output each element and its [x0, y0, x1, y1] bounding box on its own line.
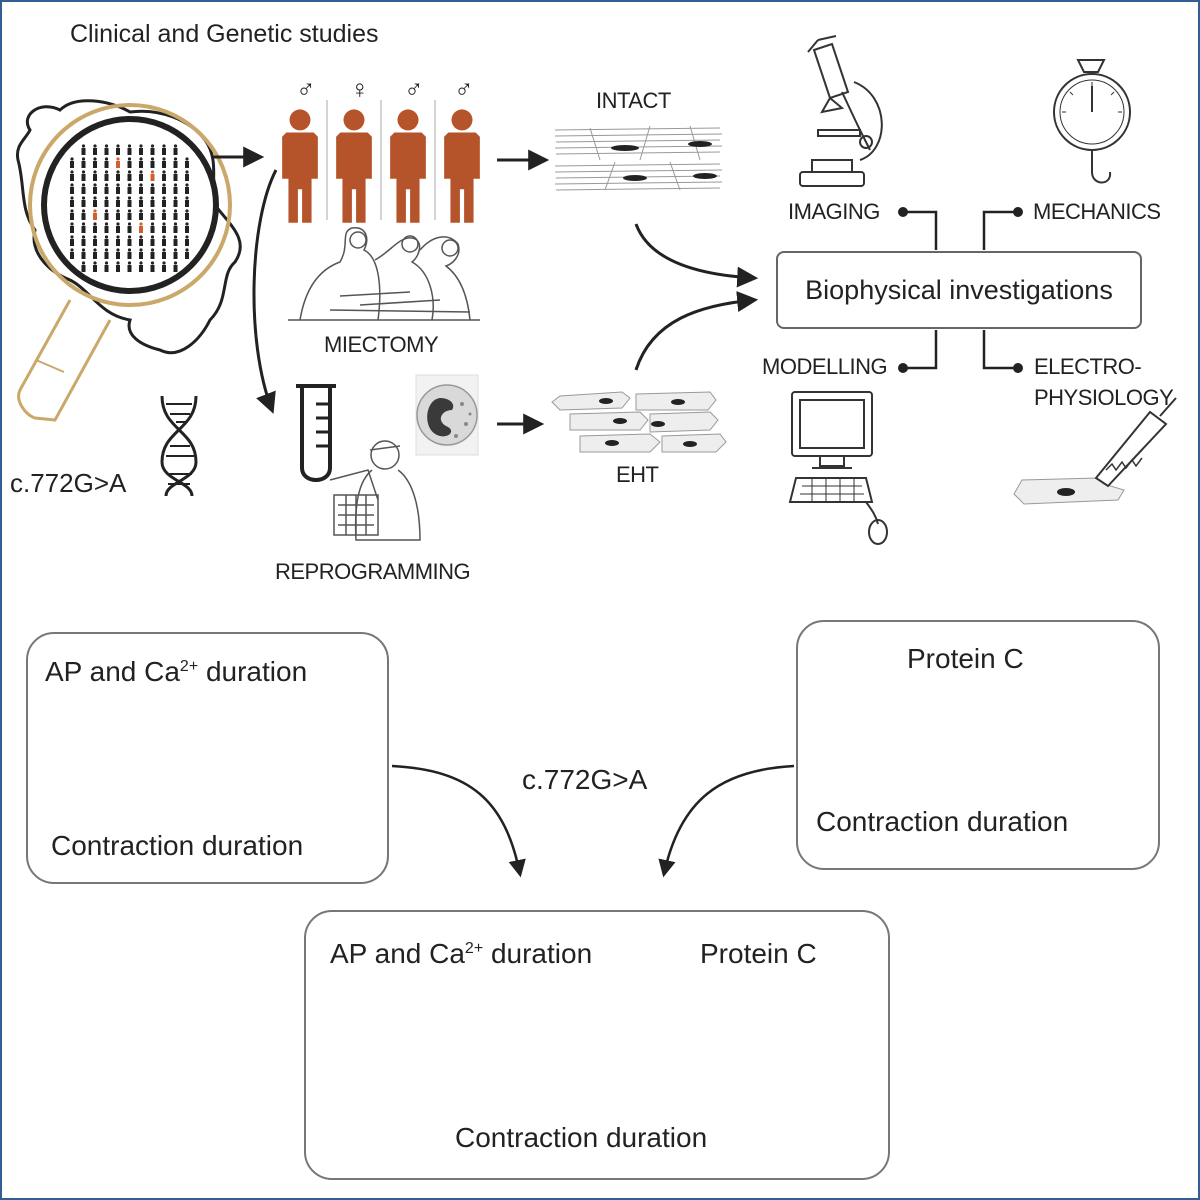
ap-calcium-duration-label: AP and Ca2+ duration — [330, 938, 593, 969]
flow-arrows — [212, 146, 759, 435]
surgery-sketch-icon — [288, 227, 480, 321]
contraction-duration-label: Contraction duration — [816, 806, 1069, 837]
contraction-duration-label: Contraction duration — [455, 1122, 708, 1153]
result-arrows — [391, 764, 795, 878]
sex-symbol-male: ♂ — [404, 74, 424, 104]
electrophysiology-label-line1: ELECTRO- — [1034, 354, 1142, 379]
protein-c-effect-box — [796, 620, 1160, 870]
biophysical-connectors — [905, 210, 1017, 370]
protein-c-label: Protein C — [700, 938, 817, 969]
computer-icon — [788, 391, 888, 545]
people-dividers — [326, 100, 436, 220]
eht-label: EHT — [616, 462, 659, 487]
test-tube-icon — [296, 384, 336, 482]
combined-result-box — [304, 910, 890, 1180]
imaging-label: IMAGING — [788, 199, 880, 224]
intact-label: INTACT — [596, 88, 671, 113]
dna-icon — [160, 395, 198, 497]
microscope-icon — [799, 35, 883, 187]
stem-cell-icon — [415, 374, 479, 456]
ap-calcium-duration-label: AP and Ca2+ duration — [45, 656, 308, 687]
force-scale-icon — [1053, 59, 1131, 184]
sex-symbol-male: ♂ — [454, 74, 474, 104]
reprogramming-label: REPROGRAMMING — [275, 559, 471, 584]
mutation-label-bottom: c.772G>A — [522, 764, 648, 795]
ap-calcium-effect-box — [26, 632, 389, 884]
miectomy-label: MIECTOMY — [324, 332, 439, 357]
biophysical-investigations-box: Biophysical investigations — [776, 251, 1142, 329]
intact-tissue-icon — [554, 125, 723, 191]
magnifier-icon — [17, 103, 232, 422]
sex-symbol-female: ♀ — [350, 74, 370, 104]
modelling-label: MODELLING — [762, 354, 888, 379]
biophysical-investigations-label: Biophysical investigations — [805, 274, 1113, 305]
electrophysiology-label-line2: PHYSIOLOGY — [1034, 385, 1174, 410]
mechanics-label: MECHANICS — [1033, 199, 1161, 224]
sex-symbol-male: ♂ — [296, 74, 316, 104]
protein-c-label: Protein C — [907, 643, 1024, 674]
mutation-label: c.772G>A — [10, 468, 127, 498]
patch-electrode-icon — [1013, 397, 1177, 505]
clinical-genetic-title: Clinical and Genetic studies — [70, 20, 379, 48]
eht-tissue-icon — [551, 391, 727, 453]
contraction-duration-label: Contraction duration — [51, 830, 304, 861]
lab-scientist-sketch-icon — [329, 440, 421, 541]
